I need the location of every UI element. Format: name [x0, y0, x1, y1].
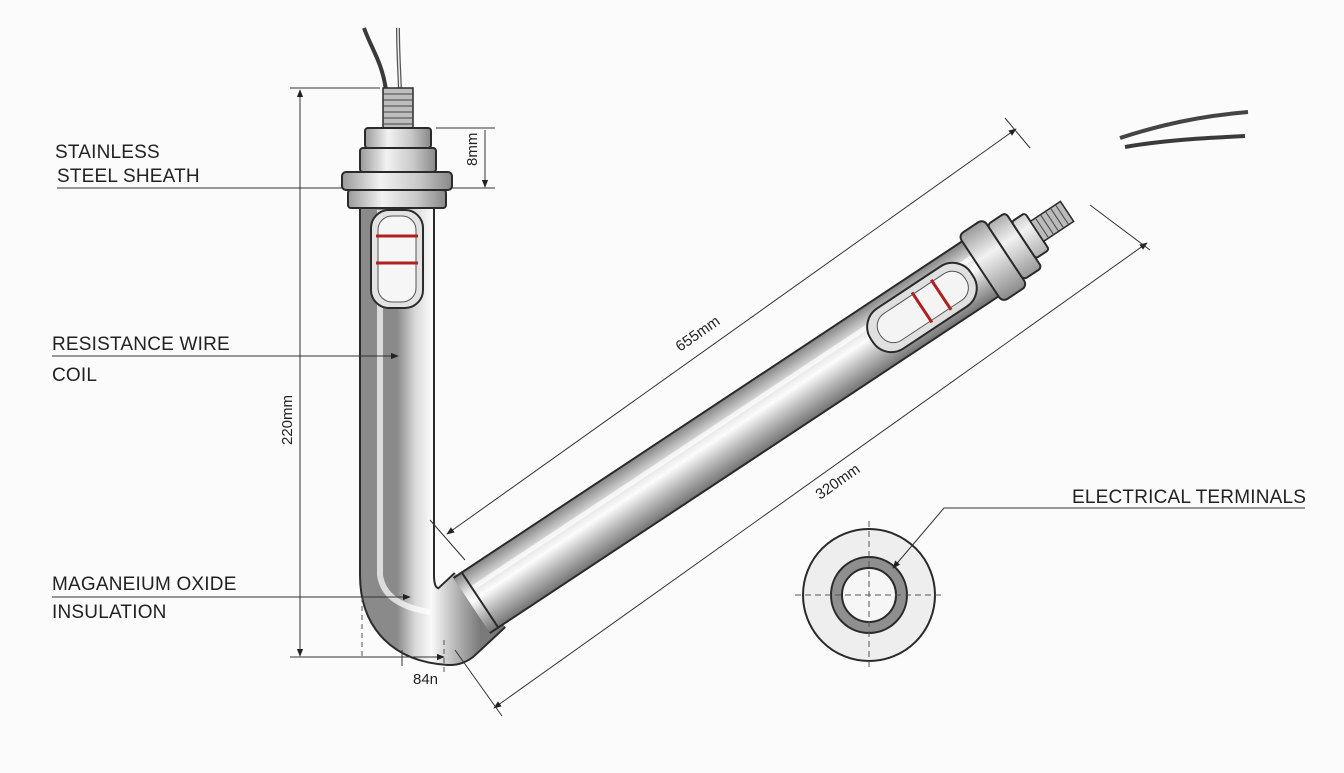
- dim-vertical-length: 220mm: [279, 395, 296, 445]
- wires-diagonal: [1119, 110, 1249, 149]
- dim-diagonal-length: 655mm: [673, 313, 724, 356]
- thread-diagonal: [1029, 200, 1075, 243]
- label-sheath-line2: STEEL SHEATH: [57, 166, 200, 187]
- leader-lines: [52, 187, 1305, 601]
- label-terminals: ELECTRICAL TERMINALS: [1072, 487, 1306, 508]
- fitting-top: [341, 87, 453, 309]
- dim-nut-height: 8mm: [464, 133, 481, 166]
- dim-bend-offset: 84n: [413, 671, 438, 688]
- cross-section: [795, 521, 943, 669]
- label-insulation-line1: MAGANEIUM OXIDE: [52, 574, 237, 595]
- hex-nut-top: [364, 127, 432, 149]
- wires-top: [362, 27, 402, 91]
- tube-body: [359, 200, 1075, 666]
- dim-offset-length: 320mm: [813, 461, 864, 504]
- flange-top: [341, 171, 453, 191]
- diagonal-tube: [452, 200, 1075, 634]
- label-wire-line1: RESISTANCE WIRE: [52, 334, 230, 355]
- label-sheath-line1: STAINLESS: [55, 142, 160, 163]
- dimension-lines: [290, 87, 1151, 717]
- label-insulation-line2: INSULATION: [52, 602, 167, 623]
- label-wire-line2: COIL: [52, 365, 97, 386]
